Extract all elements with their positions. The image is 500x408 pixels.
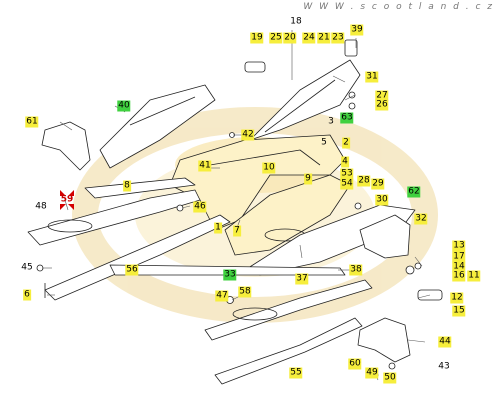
part-19 xyxy=(244,61,266,73)
callout-19: 19 xyxy=(250,32,264,44)
callout-26: 26 xyxy=(375,99,389,111)
callout-24: 24 xyxy=(302,32,316,44)
callout-29: 29 xyxy=(371,178,385,190)
callout-11: 11 xyxy=(467,270,481,282)
part-48-floor-mat xyxy=(27,189,201,246)
callout-54: 54 xyxy=(340,178,354,190)
part-39 xyxy=(344,39,358,57)
callout-12: 12 xyxy=(450,292,464,304)
callout-32: 32 xyxy=(414,213,428,225)
callout-45: 45 xyxy=(21,262,33,273)
callout-23: 23 xyxy=(331,32,345,44)
callout-33: 33 xyxy=(223,269,237,281)
callout-47: 47 xyxy=(215,290,229,302)
callout-50: 50 xyxy=(383,372,397,384)
callout-48: 48 xyxy=(35,201,47,212)
callout-15: 15 xyxy=(452,305,466,317)
callout-4: 4 xyxy=(341,156,349,168)
callout-56: 56 xyxy=(125,264,139,276)
callout-40: 40 xyxy=(117,100,131,112)
callout-31: 31 xyxy=(365,71,379,83)
callout-16: 16 xyxy=(452,270,466,282)
callout-5: 5 xyxy=(321,137,327,148)
callout-60: 60 xyxy=(348,358,362,370)
part-31-side-panel xyxy=(249,59,361,141)
callout-63: 63 xyxy=(340,112,354,124)
callout-9: 9 xyxy=(304,173,312,185)
callout-49: 49 xyxy=(365,367,379,379)
callout-20: 20 xyxy=(283,32,297,44)
callout-41: 41 xyxy=(198,160,212,172)
callout-53: 53 xyxy=(340,168,354,180)
callout-59: 59 xyxy=(60,194,74,205)
callout-3: 3 xyxy=(328,116,334,127)
part-40-side-panel xyxy=(99,84,216,169)
part-56-strip xyxy=(44,214,231,301)
callout-18: 18 xyxy=(290,16,302,27)
callout-14: 14 xyxy=(452,261,466,273)
callout-44: 44 xyxy=(438,336,452,348)
callout-13: 13 xyxy=(452,240,466,252)
callout-43: 43 xyxy=(438,361,450,372)
callout-21: 21 xyxy=(317,32,331,44)
callout-62: 62 xyxy=(407,186,421,198)
part-32-bracket xyxy=(359,214,411,259)
callout-30: 30 xyxy=(375,194,389,206)
part-58-floor-mat xyxy=(204,279,373,341)
highlight-arrows xyxy=(60,190,74,210)
callout-28: 28 xyxy=(357,175,371,187)
callout-1: 1 xyxy=(214,222,222,234)
callout-39: 39 xyxy=(350,24,364,36)
callout-61: 61 xyxy=(25,116,39,128)
part-55-strip xyxy=(214,317,363,385)
callout-42: 42 xyxy=(241,129,255,141)
part-8-strip xyxy=(84,177,196,199)
part-7-floor-panel xyxy=(224,174,351,256)
callout-25: 25 xyxy=(269,32,283,44)
site-watermark: W W W . s c o o t l a n d . c z xyxy=(303,2,494,12)
callout-37: 37 xyxy=(295,273,309,285)
callout-38: 38 xyxy=(349,264,363,276)
callout-7: 7 xyxy=(233,225,241,237)
callout-10: 10 xyxy=(262,162,276,174)
callout-17: 17 xyxy=(452,251,466,263)
callout-6: 6 xyxy=(23,289,31,301)
callout-8: 8 xyxy=(123,180,131,192)
callout-2: 2 xyxy=(342,137,350,149)
part-61-bracket xyxy=(41,121,91,171)
callout-27: 27 xyxy=(375,90,389,102)
callout-46: 46 xyxy=(193,201,207,213)
callout-58: 58 xyxy=(238,286,252,298)
callout-55: 55 xyxy=(289,367,303,379)
part-44-bracket xyxy=(357,317,411,363)
